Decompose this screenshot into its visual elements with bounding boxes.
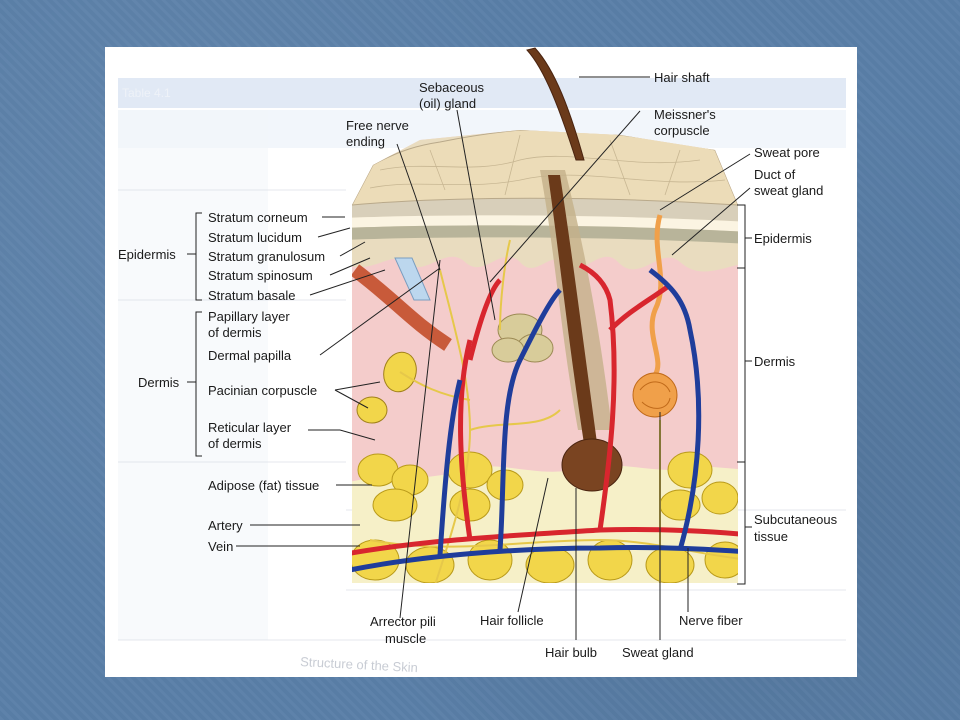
background-table-column (118, 110, 268, 640)
label-vein: Vein (208, 539, 233, 554)
label-dermal-papilla: Dermal papilla (208, 348, 292, 363)
label-stratum-basale: Stratum basale (208, 288, 295, 303)
label-stratum-spinosum: Stratum spinosum (208, 268, 313, 283)
label-hair-follicle: Hair follicle (480, 613, 544, 628)
label-hair-bulb: Hair bulb (545, 645, 597, 660)
surface-ridges (369, 134, 726, 196)
label-arrector-line1: Arrector pili (370, 614, 436, 629)
stratum-corneum-band (352, 197, 738, 222)
epidermis-bracket-left (195, 212, 202, 301)
label-duct-line1: Duct of (754, 167, 796, 182)
label-stratum-lucidum: Stratum lucidum (208, 230, 302, 245)
label-sebaceous-line2: (oil) gland (419, 96, 476, 111)
label-subcutaneous-line2: tissue (754, 529, 788, 544)
label-reticular-line1: Reticular layer (208, 420, 292, 435)
label-reticular-line2: of dermis (208, 436, 262, 451)
label-papillary-line2: of dermis (208, 325, 262, 340)
label-sweat-gland: Sweat gland (622, 645, 694, 660)
background-page: Table 4.1 Structure of the Skin (118, 78, 846, 675)
dermis-bracket-right (737, 267, 746, 463)
stratum-lucidum-band (352, 215, 738, 232)
hair-root (548, 175, 598, 450)
label-sweat-pore: Sweat pore (754, 145, 820, 160)
subcutaneous-bracket-right (737, 461, 746, 585)
sweat-gland-shape (632, 372, 678, 418)
label-stratum-corneum: Stratum corneum (208, 210, 308, 225)
label-stratum-granulosum: Stratum granulosum (208, 249, 325, 264)
sweat-gland-coils (639, 381, 671, 409)
hair-bulb-shape (561, 438, 623, 492)
layer-brackets (187, 204, 752, 585)
label-papillary-line1: Papillary layer (208, 309, 290, 324)
label-epidermis-left: Epidermis (118, 247, 176, 262)
label-meissner-line2: corpuscle (654, 123, 710, 138)
label-artery: Artery (208, 518, 243, 533)
sweat-duct (649, 214, 664, 377)
label-arrector-line2: muscle (385, 631, 426, 646)
leader-lines (236, 76, 751, 640)
label-dermis-right: Dermis (754, 354, 796, 369)
label-dermis-left: Dermis (138, 375, 180, 390)
meissner-corpuscle-shape (394, 257, 431, 301)
dermis-bracket-left (195, 311, 202, 457)
label-adipose: Adipose (fat) tissue (208, 478, 319, 493)
epidermis-bracket-right (737, 204, 746, 269)
label-free-nerve-line2: ending (346, 134, 385, 149)
label-subcutaneous-line1: Subcutaneous (754, 512, 838, 527)
label-epidermis-right: Epidermis (754, 231, 812, 246)
label-duct-line2: sweat gland (754, 183, 823, 198)
label-pacinian: Pacinian corpuscle (208, 383, 317, 398)
label-free-nerve-line1: Free nerve (346, 118, 409, 133)
label-sebaceous-line1: Sebaceous (419, 80, 485, 95)
background-table-title: Table 4.1 (122, 86, 171, 100)
hair-shaft-shape (526, 47, 585, 161)
arteries (352, 262, 738, 558)
veins (352, 268, 738, 575)
labels: Hair shaft Sebaceous (oil) gland Meissne… (118, 70, 838, 660)
label-nerve-fiber: Nerve fiber (679, 613, 743, 628)
skin-block (352, 130, 738, 583)
stratum-granulosum-band (352, 225, 738, 244)
label-hair-shaft: Hair shaft (654, 70, 710, 85)
arrector-pili-muscle (352, 264, 452, 351)
label-meissner-line1: Meissner's (654, 107, 716, 122)
background-footer-title: Structure of the Skin (300, 654, 418, 675)
background-table-header (118, 78, 846, 108)
